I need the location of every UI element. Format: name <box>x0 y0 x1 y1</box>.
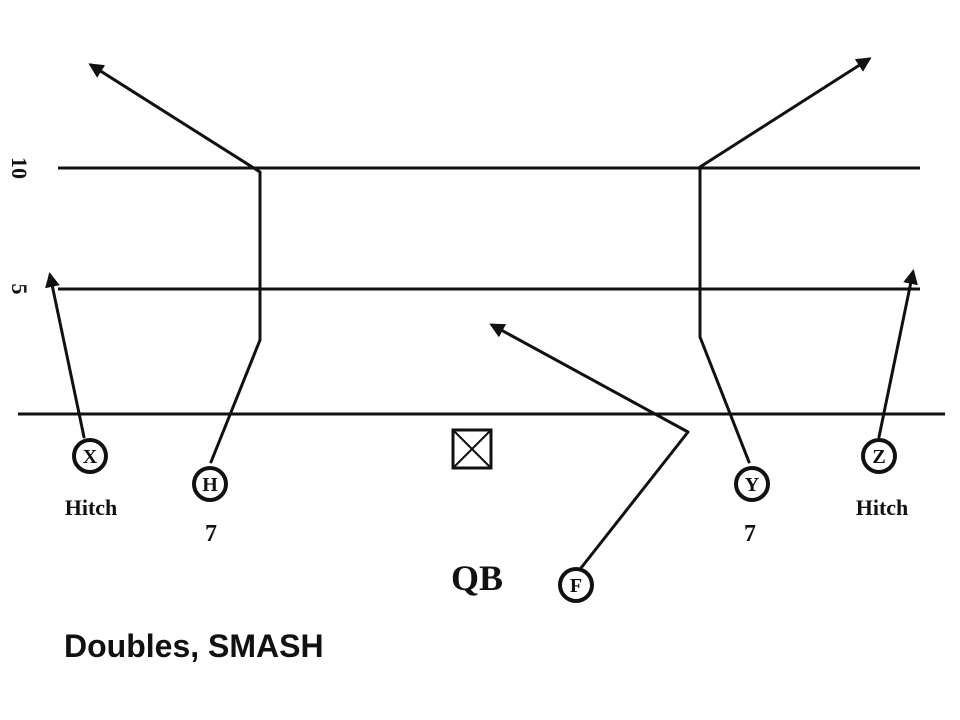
svg-text:F: F <box>570 575 582 597</box>
center-box-icon <box>451 428 493 470</box>
player-f: F <box>558 567 594 603</box>
player-h: H <box>192 466 228 502</box>
player-x: X <box>72 438 108 474</box>
route-z-hitch <box>877 269 918 439</box>
route-f-flat <box>489 323 690 570</box>
yard-marker-5: 5 <box>7 284 32 295</box>
route-h-corner <box>88 63 262 464</box>
route-label-z: Hitch <box>856 495 909 520</box>
player-y: Y <box>734 466 770 502</box>
route-label-x: Hitch <box>65 495 118 520</box>
route-label-h: 7 <box>205 521 217 547</box>
svg-text:Y: Y <box>745 474 760 496</box>
qb-label: QB <box>451 558 503 598</box>
yard-marker-10: 10 <box>7 157 32 179</box>
route-y-corner <box>698 57 872 464</box>
svg-text:Z: Z <box>872 446 885 468</box>
svg-text:X: X <box>83 446 98 468</box>
play-title: Doubles, SMASH <box>64 628 324 664</box>
player-z: Z <box>861 438 897 474</box>
route-x-hitch <box>45 272 86 439</box>
route-label-y: 7 <box>744 521 756 547</box>
svg-text:H: H <box>202 474 218 496</box>
